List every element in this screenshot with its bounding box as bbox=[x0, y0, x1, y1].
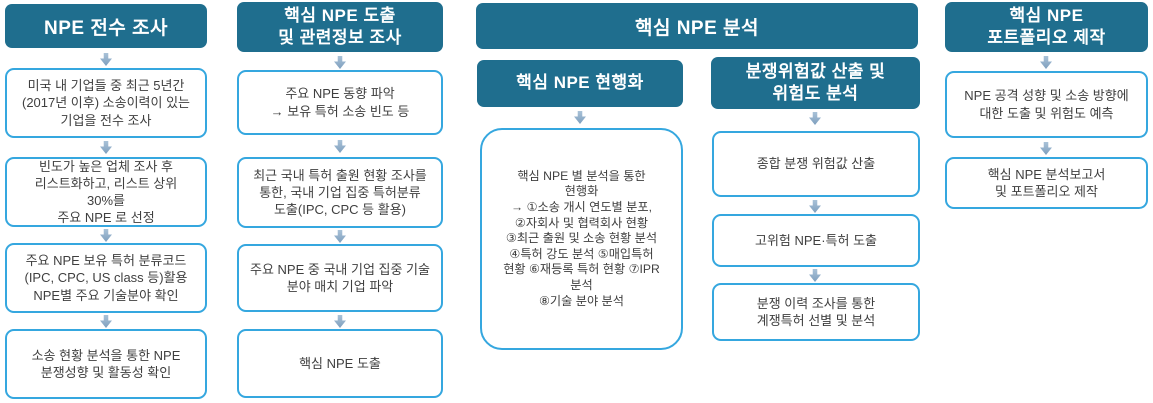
process-box-top30-selection: 빈도가 높은 업체 조사 후 리스트화하고, 리스트 상위 30%를 주요 NP… bbox=[5, 157, 207, 227]
process-box-domestic-filing-status: 최근 국내 특허 출원 현황 조사를 통한, 국내 기업 집중 특허분류 도출(… bbox=[237, 157, 443, 228]
subheader-npe-updating: 핵심 NPE 현행화 bbox=[477, 60, 683, 107]
process-box-contested-patent-screening: 분쟁 이력 조사를 통한 계쟁특허 선별 및 분석 bbox=[712, 283, 920, 341]
subheader-dispute-risk-analysis: 분쟁위험값 산출 및 위험도 분석 bbox=[711, 57, 920, 109]
stage-header-core-npe-analysis: 핵심 NPE 분석 bbox=[476, 3, 918, 49]
process-box-litigation-tendency: 소송 현황 분석을 통한 NPE 분쟁성향 및 활동성 확인 bbox=[5, 329, 207, 399]
down-arrow-icon bbox=[334, 230, 346, 243]
down-arrow-icon bbox=[334, 140, 346, 153]
down-arrow-icon bbox=[1040, 56, 1052, 69]
down-arrow-icon bbox=[334, 56, 346, 69]
process-box-attack-tendency-prediction: NPE 공격 성향 및 소송 방향에 대한 도출 및 위험도 예측 bbox=[945, 71, 1148, 138]
stage-header-npe-survey: NPE 전수 조사 bbox=[5, 4, 207, 48]
process-box-analysis-report: 핵심 NPE 분석보고서 및 포트폴리오 제작 bbox=[945, 157, 1148, 209]
down-arrow-icon bbox=[334, 315, 346, 328]
down-arrow-icon bbox=[809, 200, 821, 213]
stage-header-portfolio-production: 핵심 NPE 포트폴리오 제작 bbox=[945, 2, 1148, 52]
down-arrow-icon bbox=[809, 112, 821, 125]
process-box-npe-update-details: 핵심 NPE 별 분석을 통한 현행화 → ①소송 개시 연도별 분포, ②자회… bbox=[480, 128, 683, 350]
process-box-high-risk-npe: 고위험 NPE·특허 도출 bbox=[712, 214, 920, 267]
down-arrow-icon bbox=[1040, 142, 1052, 155]
down-arrow-icon bbox=[100, 53, 112, 66]
down-arrow-icon bbox=[809, 269, 821, 282]
stage-header-core-npe-derivation: 핵심 NPE 도출 및 관련정보 조사 bbox=[237, 2, 443, 52]
process-box-tech-field-match: 주요 NPE 중 국내 기업 집중 기술 분야 매치 기업 파악 bbox=[237, 244, 443, 312]
process-box-npe-trends: 주요 NPE 동향 파악 → 보유 특허 소송 빈도 등 bbox=[237, 70, 443, 135]
process-box-risk-value-calculation: 종합 분쟁 위험값 산출 bbox=[712, 131, 920, 197]
process-box-core-npe-derivation: 핵심 NPE 도출 bbox=[237, 329, 443, 398]
process-box-us-companies-survey: 미국 내 기업들 중 최근 5년간 (2017년 이후) 소송이력이 있는 기업… bbox=[5, 68, 207, 138]
down-arrow-icon bbox=[574, 111, 586, 124]
down-arrow-icon bbox=[100, 141, 112, 154]
down-arrow-icon bbox=[100, 315, 112, 328]
process-box-classification-codes: 주요 NPE 보유 특허 분류코드 (IPC, CPC, US class 등)… bbox=[5, 243, 207, 313]
down-arrow-icon bbox=[100, 229, 112, 242]
